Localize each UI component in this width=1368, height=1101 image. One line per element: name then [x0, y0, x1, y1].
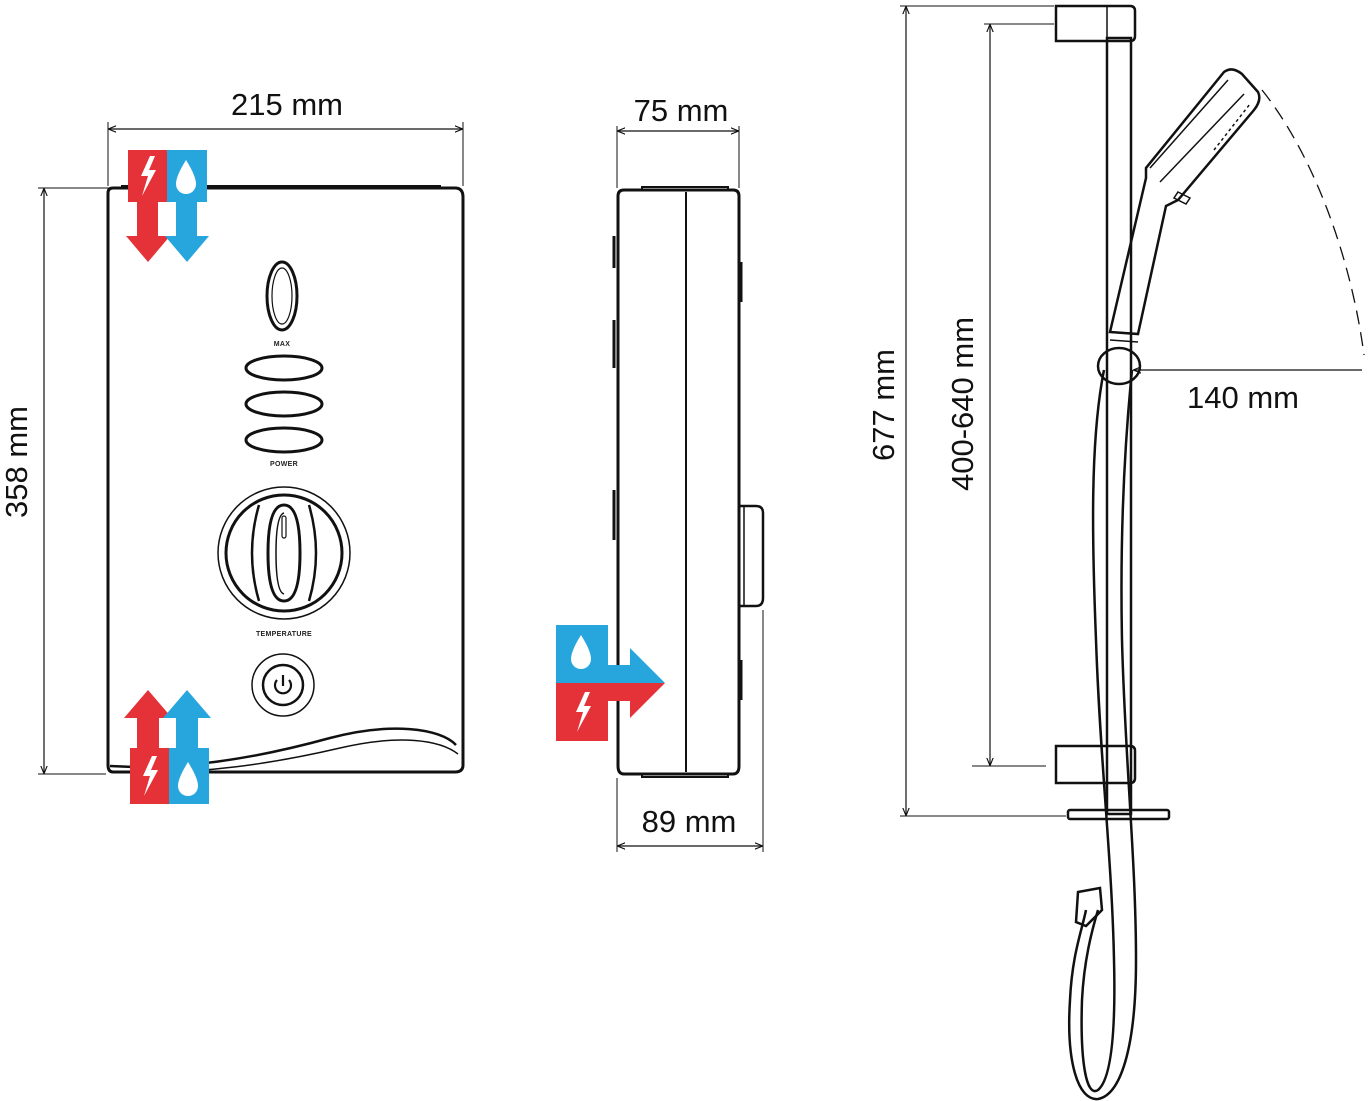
temperature-dial[interactable] [217, 486, 351, 620]
temperature-label: TEMPERATURE [256, 631, 312, 638]
side-supply-inlet-icon [556, 625, 665, 741]
height-label: 358 mm [0, 406, 34, 518]
front-view: MAX POWER TEMPERATURE [0, 87, 465, 804]
side-dial-protrusion [739, 504, 765, 608]
width-label: 215 mm [231, 87, 343, 122]
shower-hose [1080, 369, 1116, 1093]
top-supply-inlet-icon [126, 150, 209, 262]
power-level-indicator-2[interactable] [244, 390, 324, 418]
electric-bolt-icon [141, 156, 156, 196]
soap-dish [1066, 808, 1171, 821]
hose-connector [1074, 886, 1104, 928]
adjustable-height-label: 400-640 mm [945, 317, 980, 491]
riser-rail [1105, 36, 1133, 816]
water-drop-icon [176, 160, 196, 194]
bottom-supply-inlet-icon [124, 690, 211, 804]
water-drop-icon [178, 762, 198, 796]
reach-label: 140 mm [1187, 380, 1299, 415]
total-height-label: 677 mm [866, 349, 901, 461]
handset-swing-arc [1261, 89, 1365, 356]
power-label: POWER [270, 461, 298, 468]
power-level-indicator-3[interactable] [244, 426, 324, 454]
power-icon [273, 675, 293, 695]
electric-bolt-icon [143, 756, 158, 796]
up-arrow-icon [124, 690, 172, 748]
riser-rail-view: 140 mm 677 mm 400-640 mm [866, 4, 1365, 1101]
shower-unit-side-body [616, 188, 741, 776]
depth-label: 75 mm [634, 93, 729, 128]
down-arrow-icon [126, 202, 170, 262]
shower-unit-top-cap [121, 185, 441, 188]
top-wall-bracket [1054, 4, 1137, 43]
max-label: MAX [274, 341, 290, 348]
overall-depth-label: 89 mm [642, 804, 737, 839]
bottom-wall-bracket [1054, 744, 1137, 785]
max-button[interactable] [265, 260, 299, 332]
right-arrow-icon [608, 648, 665, 683]
electric-bolt-icon [576, 692, 591, 732]
power-button[interactable] [251, 653, 315, 717]
power-level-indicator-1[interactable] [244, 354, 324, 382]
water-drop-icon [571, 635, 591, 669]
shower-unit-front-body [106, 186, 465, 774]
shower-handset[interactable] [1108, 68, 1261, 336]
side-view: 75 mm 89 mm [556, 93, 765, 852]
slider-holder[interactable] [1096, 346, 1142, 386]
